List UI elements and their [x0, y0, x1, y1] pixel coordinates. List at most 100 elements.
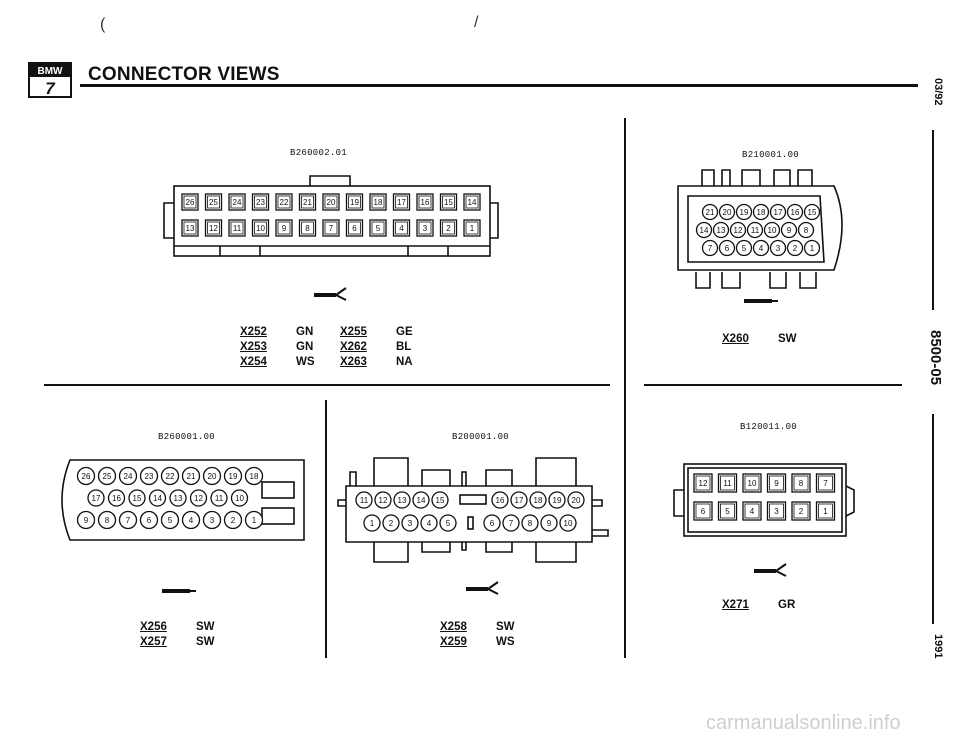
connector-pin: 11: [228, 219, 246, 237]
connector-pin: 3: [202, 510, 222, 530]
connector-id: X263: [340, 356, 367, 368]
connector-pin: 4: [752, 239, 770, 257]
pin-number: 1: [823, 507, 828, 516]
pin-number: 11: [751, 226, 760, 235]
pin-number: 21: [706, 208, 715, 217]
connector-pin: 6: [139, 510, 159, 530]
pin-number: 10: [768, 226, 777, 235]
connector-pin: 16: [491, 491, 509, 509]
pin-number: 21: [187, 472, 196, 481]
pin-number: 5: [376, 224, 381, 233]
connector-pin: 17: [392, 193, 411, 211]
wire-color: GN: [296, 341, 314, 353]
connector-pin: 1: [363, 514, 381, 532]
connector-pin: 23: [139, 466, 159, 486]
connector-pin: 2: [791, 501, 811, 521]
pin-number: 13: [186, 224, 195, 233]
part-code-2: B210001.00: [742, 150, 800, 160]
connector-pin: 21: [298, 193, 317, 211]
pin-number: 7: [708, 244, 713, 253]
pin-number: 18: [534, 496, 543, 505]
pin-number: 16: [496, 496, 505, 505]
pin-number: 3: [210, 516, 215, 525]
connector-pin: 1: [815, 501, 836, 521]
divider-vertical-left: [325, 400, 327, 658]
connector-id: X257: [140, 636, 167, 648]
watermark: carmanualsonline.info: [706, 712, 901, 734]
pin-number: 4: [750, 507, 755, 516]
wire-color: SW: [196, 621, 215, 633]
pin-number: 6: [147, 516, 152, 525]
connector-pin: 18: [752, 203, 770, 221]
pin-number: 11: [723, 479, 732, 488]
connector-pin: 9: [780, 221, 798, 239]
pin-number: 10: [235, 494, 244, 503]
connector-pin: 11: [355, 491, 373, 509]
pin-number: 7: [823, 479, 828, 488]
pin-number: 7: [509, 519, 514, 528]
connector-pin: 1: [244, 510, 264, 530]
connector-pin: 17: [87, 489, 105, 507]
connector-pin: 14: [148, 489, 167, 507]
pin-number: 22: [166, 472, 175, 481]
pin-number: 15: [444, 198, 453, 207]
connector-pin: 9: [540, 514, 558, 532]
pin-number: 24: [233, 198, 242, 207]
connector-pin: 15: [439, 193, 458, 211]
side-section-number: 8500-05: [927, 330, 944, 386]
pin-release-tool-icon: [162, 589, 196, 593]
connector-pin: 24: [118, 466, 138, 486]
pin-number: 4: [399, 224, 404, 233]
connector-pin: 22: [275, 193, 293, 211]
connector-id: X258: [440, 621, 467, 633]
connector-pin: 13: [169, 489, 187, 507]
connector-pin: 10: [251, 219, 270, 237]
connector-pin: 4: [181, 510, 201, 530]
wire-color: NA: [396, 356, 413, 368]
connector-pin: 5: [735, 239, 753, 257]
connector-pin: 5: [439, 514, 457, 532]
pin-number: 9: [774, 479, 779, 488]
pin-number: 25: [209, 198, 218, 207]
pin-number: 19: [350, 198, 359, 207]
connector-pin: 12: [204, 219, 223, 237]
connector-id: X255: [340, 326, 367, 338]
pin-number: 8: [105, 516, 110, 525]
pin-number: 18: [757, 208, 766, 217]
connector-pin: 8: [797, 221, 815, 239]
pin-number: 23: [256, 198, 265, 207]
pin-number: 15: [436, 496, 445, 505]
pin-number: 12: [194, 494, 203, 503]
pin-number: 1: [810, 244, 815, 253]
pin-number: 8: [799, 479, 804, 488]
pin-number: 10: [564, 519, 573, 528]
connector-pin: 15: [431, 491, 449, 509]
connector-pin: 9: [76, 510, 96, 530]
connector-pin: 19: [548, 491, 566, 509]
pin-number: 15: [808, 208, 817, 217]
connector-pin: 1: [803, 239, 821, 257]
pin-number: 14: [700, 226, 709, 235]
logo-series-text: 7: [45, 79, 56, 98]
pin-number: 19: [740, 208, 749, 217]
pin-number: 4: [427, 519, 432, 528]
connector-pin: 21: [181, 466, 201, 486]
pin-number: 11: [233, 224, 242, 233]
pin-number: 3: [408, 519, 413, 528]
pin-number: 3: [774, 507, 779, 516]
connector-id: X256: [140, 621, 167, 633]
connector-pin: 16: [107, 489, 126, 507]
connector-pin: 2: [439, 219, 458, 237]
side-year: 1991: [932, 634, 944, 659]
connector-pin: 3: [766, 501, 787, 521]
pin-number: 4: [189, 516, 194, 525]
connector-pin: 19: [345, 193, 364, 211]
connector-pin: 19: [223, 466, 243, 486]
